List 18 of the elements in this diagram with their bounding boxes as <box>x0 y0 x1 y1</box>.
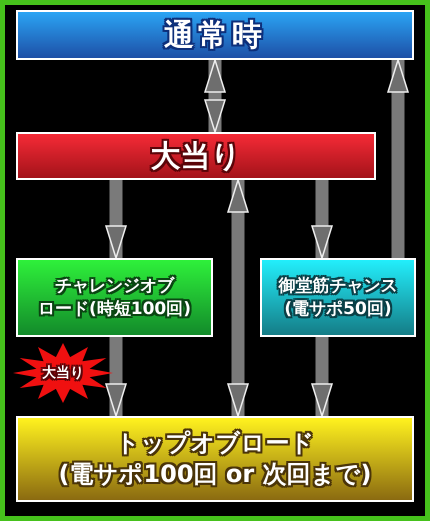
mode-label: 大当り <box>150 138 242 176</box>
mode-box <box>260 258 416 337</box>
arrow <box>105 180 127 259</box>
arrow <box>311 337 333 417</box>
mode-box <box>16 258 213 337</box>
mode-label: 御堂筋チャンス(電サポ50回) <box>277 275 398 320</box>
mode-label: トップオブロード(電サポ100回 or 次回まで) <box>57 428 373 490</box>
arrow <box>105 337 127 417</box>
mode-label: 通常時 <box>163 16 267 54</box>
mode-box <box>16 416 414 502</box>
arrow <box>311 180 333 259</box>
mode-label: 大当り <box>41 364 85 382</box>
mode-box <box>16 132 376 180</box>
arrow <box>204 59 226 133</box>
arrow <box>387 59 409 258</box>
mode-label: チャレンジオブロード(時短100回) <box>36 275 192 320</box>
mode-box <box>16 10 414 60</box>
arrow <box>227 179 249 417</box>
